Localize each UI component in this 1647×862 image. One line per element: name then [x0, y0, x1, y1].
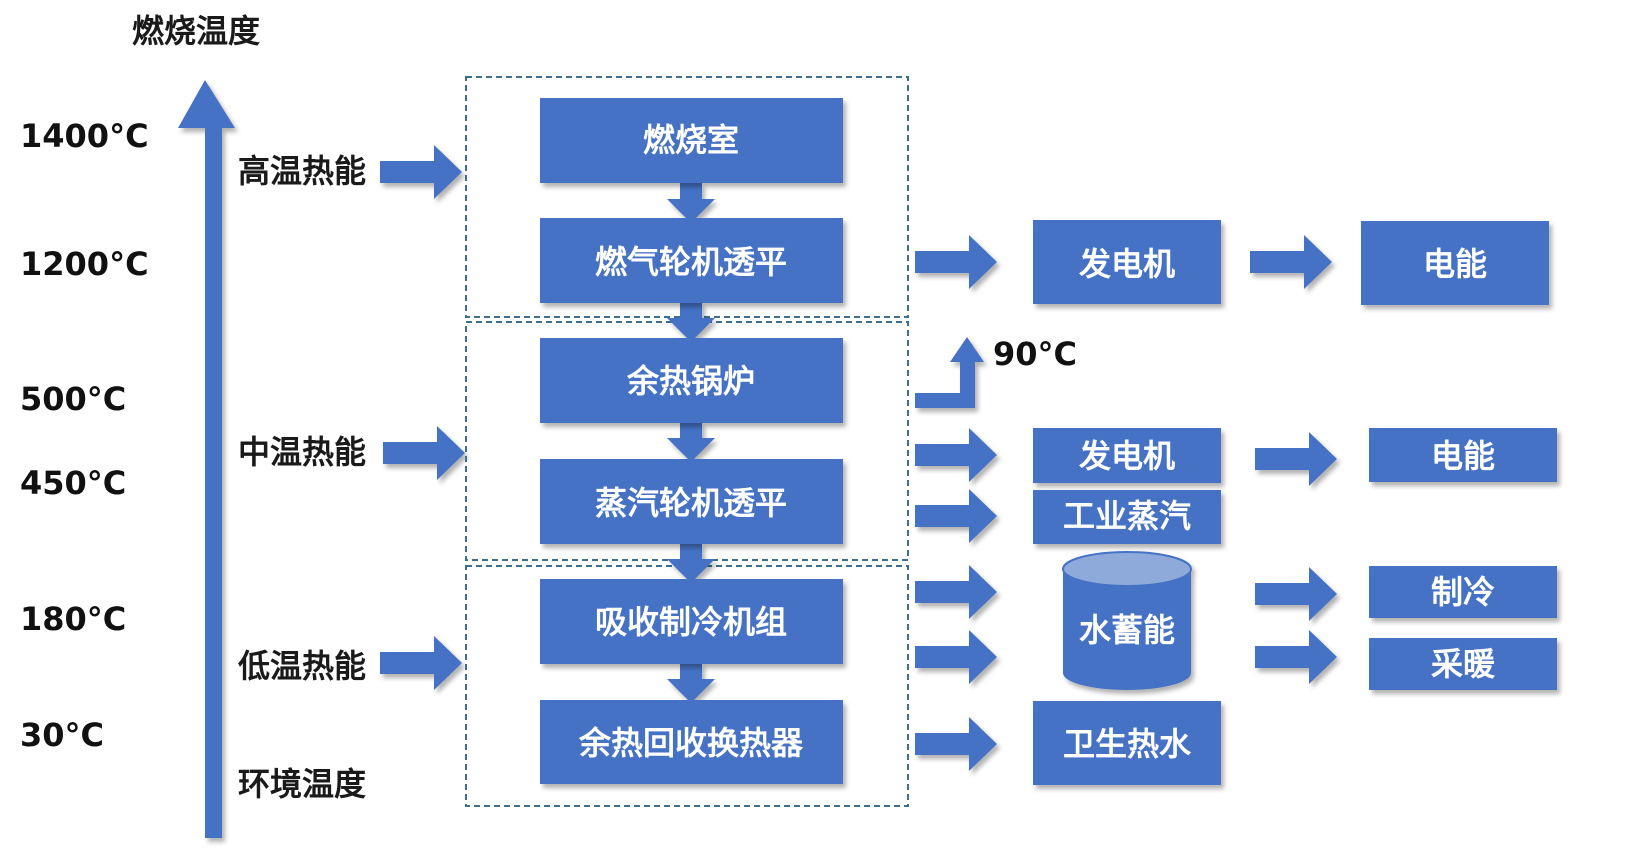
generator-1-label: 发电机 — [1079, 245, 1175, 283]
level-high: 高温热能 — [238, 152, 366, 190]
steam-turbine-label: 蒸汽轮机透平 — [595, 484, 787, 522]
water-storage-label: 水蓄能 — [1079, 611, 1175, 649]
temp-label-1200: 1200°C — [20, 245, 149, 283]
gas-turbine-label: 燃气轮机透平 — [595, 243, 787, 281]
industrial-steam-box: 工业蒸汽 — [1033, 490, 1221, 544]
generator-2-to-electricity-arrow — [1255, 432, 1337, 486]
heating-label: 采暖 — [1431, 645, 1496, 683]
waste-heat-boiler-box: 余热锅炉 — [540, 338, 843, 423]
chiller-to-storage-arrow-1 — [915, 565, 997, 619]
low-level-arrow — [380, 636, 462, 690]
high-level-arrow — [380, 145, 462, 199]
temperature-axis-arrow — [178, 80, 235, 838]
absorption-chiller-box: 吸收制冷机组 — [540, 579, 843, 664]
down-arrow-boiler-steam — [667, 422, 715, 462]
water-storage-tank — [1062, 551, 1192, 690]
generator-2-box: 发电机 — [1033, 428, 1221, 483]
gas-turbine-to-generator-arrow — [915, 235, 997, 289]
combustion-chamber-box: 燃烧室 — [540, 98, 843, 183]
electricity-1-box: 电能 — [1361, 221, 1549, 305]
hot-water-label: 卫生热水 — [1063, 725, 1192, 763]
electricity-1-label: 电能 — [1423, 245, 1487, 283]
heat-exchanger-box: 余热回收换热器 — [540, 700, 843, 784]
down-arrow-chiller-exchanger — [667, 663, 715, 703]
temp-label-180: 180°C — [20, 600, 126, 638]
chiller-to-storage-arrow-2 — [915, 630, 997, 684]
waste-heat-boiler-label: 余热锅炉 — [626, 362, 755, 400]
level-low: 低温热能 — [238, 647, 366, 685]
absorption-chiller-label: 吸收制冷机组 — [595, 603, 787, 641]
electricity-2-box: 电能 — [1369, 428, 1557, 482]
industrial-steam-label: 工业蒸汽 — [1063, 497, 1191, 535]
exhaust-arrow — [915, 337, 984, 408]
steam-turbine-to-steam-arrow — [915, 489, 997, 543]
cooling-label: 制冷 — [1431, 573, 1495, 611]
down-arrow-combustion-turbine — [667, 183, 715, 223]
exchanger-to-hot-water-arrow — [915, 717, 997, 771]
exhaust-temp-label: 90°C — [993, 335, 1077, 373]
generator-1-box: 发电机 — [1033, 220, 1221, 304]
storage-to-heating-arrow — [1255, 630, 1337, 684]
gas-turbine-box: 燃气轮机透平 — [540, 218, 843, 303]
axis-bottom-label: 环境温度 — [238, 765, 366, 803]
generator-1-to-electricity-arrow — [1250, 235, 1332, 289]
storage-to-cooling-arrow — [1255, 567, 1337, 621]
temp-label-450: 450°C — [20, 464, 126, 502]
axis-title: 燃烧温度 — [132, 12, 260, 50]
generator-2-label: 发电机 — [1079, 437, 1175, 475]
temp-label-30: 30°C — [20, 716, 104, 754]
heat-exchanger-label: 余热回收换热器 — [578, 724, 804, 762]
cooling-box: 制冷 — [1369, 566, 1557, 618]
steam-turbine-to-generator-arrow — [915, 428, 997, 482]
steam-turbine-box: 蒸汽轮机透平 — [540, 459, 843, 544]
heating-box: 采暖 — [1369, 638, 1557, 690]
temp-label-500: 500°C — [20, 380, 126, 418]
electricity-2-label: 电能 — [1431, 437, 1495, 475]
combustion-chamber-label: 燃烧室 — [643, 121, 739, 159]
hot-water-box: 卫生热水 — [1033, 701, 1221, 785]
mid-level-arrow — [383, 426, 465, 480]
down-arrow-steam-chiller — [667, 543, 715, 583]
down-arrow-turbine-boiler — [667, 302, 715, 342]
temp-label-1400: 1400°C — [20, 117, 149, 155]
level-mid: 中温热能 — [238, 433, 366, 471]
